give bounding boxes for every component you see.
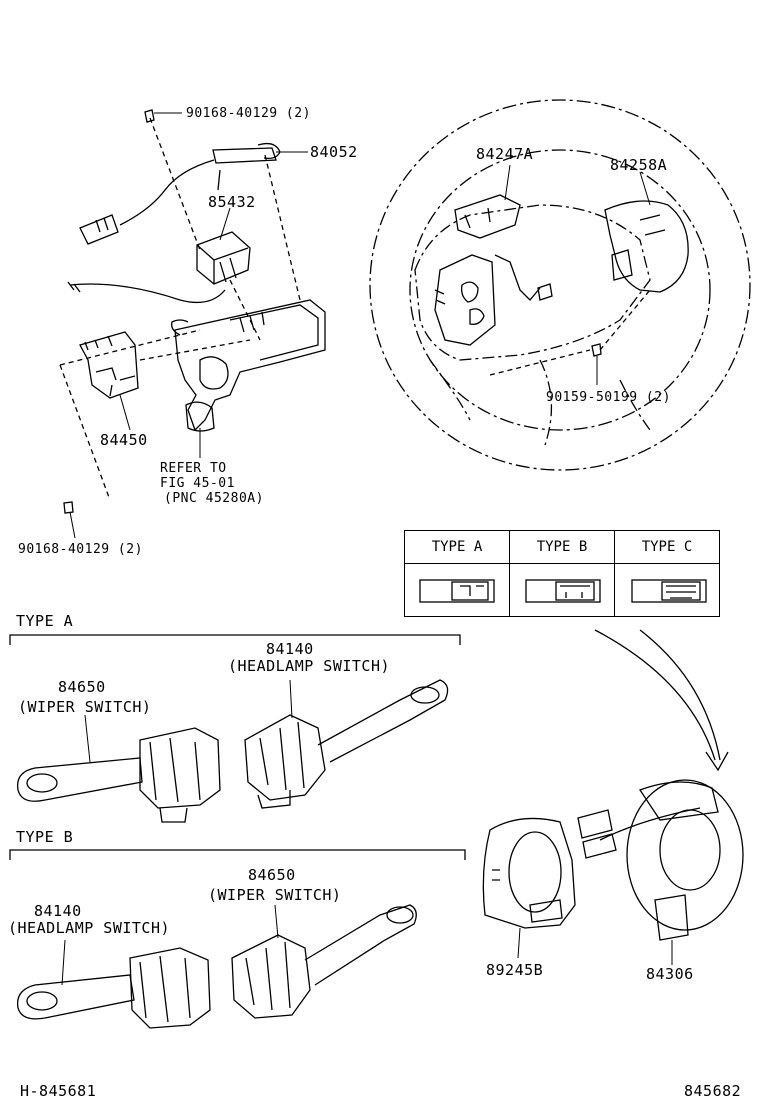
- curved-arrows: [594, 629, 729, 772]
- switch-84450-drawing: [79, 331, 139, 399]
- type-a-wiper-name: (WIPER SWITCH): [18, 698, 152, 716]
- type-b-wiper-number: 84650: [248, 866, 296, 884]
- wire-harness-84052-drawing: [67, 142, 281, 304]
- type-a-header: TYPE A: [404, 530, 510, 564]
- footer-right-code: 845682: [684, 1082, 742, 1100]
- refer-line-3: (PNC 45280A): [164, 491, 264, 506]
- connector-type-table: TYPE A TYPE B TYPE C: [404, 530, 720, 617]
- type-b-headlamp-number: 84140: [34, 902, 82, 920]
- type-b-title: TYPE B: [16, 828, 74, 846]
- screws-top-bottom: [63, 109, 155, 514]
- wiper-switch-type-b-drawing: [231, 904, 417, 1019]
- part-label-84306: 84306: [646, 965, 694, 983]
- type-a-title: TYPE A: [16, 612, 74, 630]
- refer-line-1: REFER TO: [160, 461, 227, 476]
- type-a-headlamp-name: (HEADLAMP SWITCH): [228, 657, 391, 675]
- part-label-screw-bottom: 90168-40129 (2): [18, 542, 143, 557]
- switch-84247A-drawing: [434, 194, 553, 346]
- part-label-screw-top: 90168-40129 (2): [186, 106, 311, 121]
- spiral-cable-84306-drawing: [577, 779, 744, 965]
- combination-switch-body-drawing: [171, 299, 326, 432]
- wiper-switch-type-a-drawing: [16, 714, 221, 823]
- dashed-leader-lines: [59, 117, 301, 501]
- wheel-screw-and-dashes: [489, 164, 651, 385]
- steering-wheel-drawing: [369, 99, 751, 471]
- type-c-connector-cell: [614, 563, 720, 617]
- footer-left-code: H-845681: [20, 1082, 97, 1100]
- relay-85432-drawing: [196, 231, 251, 285]
- type-b-header: TYPE B: [509, 530, 615, 564]
- type-a-headlamp-number: 84140: [266, 640, 314, 658]
- leader-lines: [69, 112, 308, 539]
- type-b-connector-cell: [509, 563, 615, 617]
- headlamp-switch-type-a-drawing: [244, 679, 449, 809]
- type-b-bracket: [9, 849, 466, 860]
- part-label-screw-wheel: 90159-50199 (2): [546, 390, 671, 405]
- refer-line-2: FIG 45-01: [160, 476, 235, 491]
- type-b-wiper-name: (WIPER SWITCH): [208, 886, 342, 904]
- part-label-84052: 84052: [310, 143, 358, 161]
- type-c-header: TYPE C: [614, 530, 720, 564]
- type-a-bracket: [9, 634, 461, 645]
- type-a-wiper-number: 84650: [58, 678, 106, 696]
- spiral-cable-89245B-drawing: [482, 817, 576, 959]
- part-label-89245B: 89245B: [486, 961, 544, 979]
- part-label-84258A: 84258A: [610, 156, 668, 174]
- part-label-84450: 84450: [100, 431, 148, 449]
- part-label-84247A: 84247A: [476, 145, 534, 163]
- switch-84258A-drawing: [604, 200, 689, 293]
- part-label-85432: 85432: [208, 193, 256, 211]
- type-b-headlamp-name: (HEADLAMP SWITCH): [8, 919, 171, 937]
- headlamp-switch-type-b-drawing: [16, 939, 211, 1029]
- type-a-connector-cell: [404, 563, 510, 617]
